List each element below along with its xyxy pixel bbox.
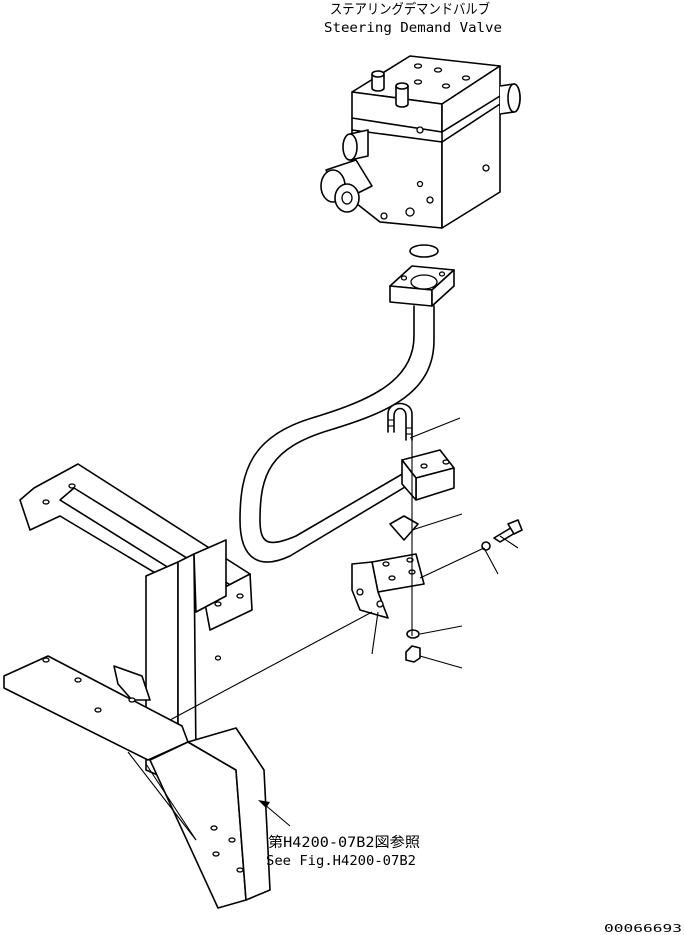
bracket (351, 553, 425, 619)
reference-arrow (258, 800, 291, 827)
valve-title-en: Steering Demand Valve (324, 21, 502, 36)
drawing-number: 00066693 (604, 922, 682, 935)
reference-note-en: See Fig.H4200-07B2 (266, 854, 416, 869)
o-ring (409, 244, 439, 258)
pipe-flange (389, 265, 455, 307)
split-flange (401, 449, 455, 501)
clamp-plate (389, 515, 419, 541)
base-bracket (3, 655, 271, 909)
nut (405, 645, 421, 663)
bolt (493, 519, 523, 543)
washer-2 (406, 629, 420, 639)
reference-note-jp: 第H4200-07B2図参照 (268, 834, 420, 851)
leader-lines (127, 417, 519, 841)
steering-demand-valve (320, 55, 521, 229)
frame-support (19, 463, 253, 777)
valve-title-jp: ステアリングデマンドバルブ (330, 1, 490, 18)
u-bolt (387, 402, 413, 441)
